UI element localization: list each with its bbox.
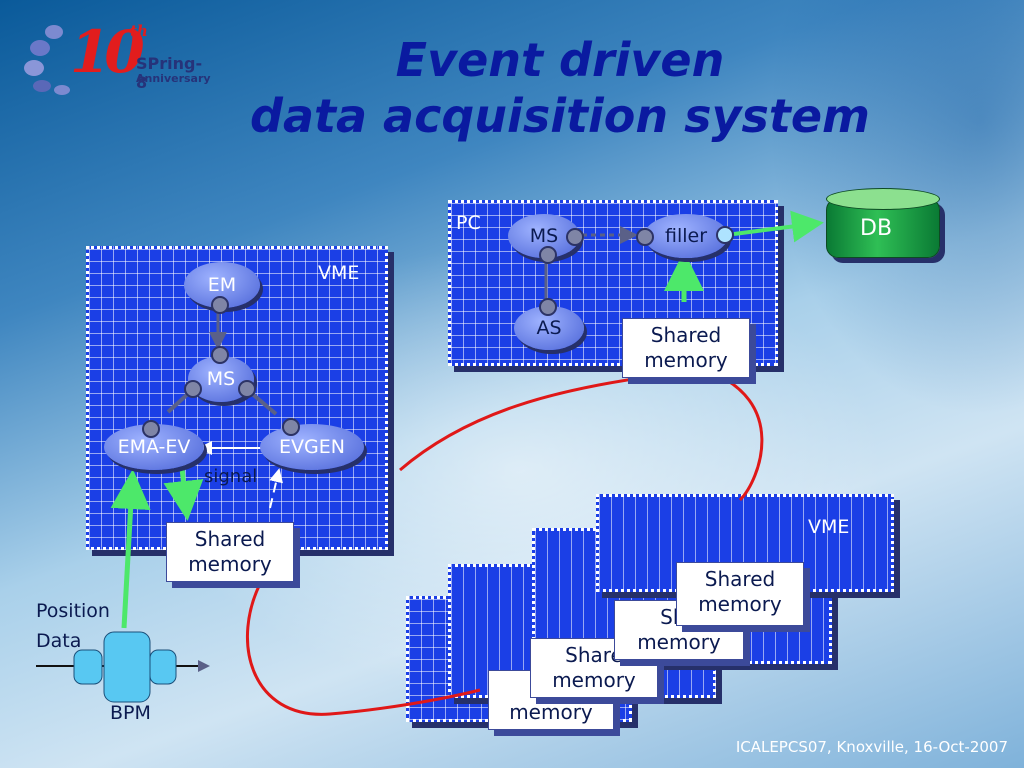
filler-label: filler bbox=[664, 225, 708, 247]
shared-memory-vme-line2: memory bbox=[188, 552, 272, 576]
ms-pc-port-bottom bbox=[539, 246, 557, 264]
position-data-label: Position Data bbox=[36, 596, 110, 656]
logo-subtitle: Anniversary bbox=[136, 72, 211, 85]
position-label-line1: Position bbox=[36, 600, 110, 622]
bpm-label: BPM bbox=[110, 702, 151, 724]
em-node-label: EM bbox=[207, 274, 237, 296]
filler-to-db-arrow bbox=[733, 210, 824, 243]
logo-dots bbox=[24, 25, 70, 95]
position-label-line2: Data bbox=[36, 630, 82, 652]
ema-port bbox=[142, 420, 160, 438]
stack-3-line2: memory bbox=[552, 668, 636, 692]
bpm-body bbox=[103, 631, 151, 703]
pc-label: PC bbox=[456, 212, 481, 234]
filler-node: filler bbox=[644, 214, 728, 258]
shared-memory-pc-line2: memory bbox=[644, 348, 728, 372]
slide-title: Event driven data acquisition system bbox=[200, 32, 920, 144]
shared-to-evgen-dashed bbox=[269, 468, 283, 509]
vme-left-label: VME bbox=[318, 262, 360, 284]
vme-stack-label: VME bbox=[808, 516, 850, 538]
ms-pc-port-right bbox=[566, 228, 584, 246]
signal-label: signal bbox=[204, 466, 258, 487]
logo-number: 10 bbox=[70, 18, 145, 86]
stack-1-line1: Shared bbox=[704, 567, 776, 591]
stack-1-line2: memory bbox=[698, 592, 782, 616]
ms-port-right bbox=[238, 380, 256, 398]
as-label: AS bbox=[536, 317, 562, 339]
shared-memory-vme: Shared memory bbox=[166, 522, 294, 582]
bpm-flange-right bbox=[149, 649, 177, 685]
ema-to-shared-arrow bbox=[163, 467, 204, 521]
pc-panel bbox=[448, 200, 778, 366]
as-port bbox=[539, 298, 557, 316]
red-network-link bbox=[245, 368, 764, 716]
ema-ev-label: EMA-EV bbox=[117, 436, 191, 458]
filler-port-right bbox=[716, 226, 734, 244]
shared-memory-pc-line1: Shared bbox=[650, 323, 722, 347]
shared-memory-stack-1: Shared memory bbox=[676, 562, 804, 626]
logo-suffix: th bbox=[130, 22, 148, 40]
ms-to-evgen-link bbox=[248, 390, 278, 416]
ms-node-vme-label: MS bbox=[206, 368, 236, 390]
db-cylinder-top bbox=[826, 188, 940, 210]
database: DB bbox=[826, 188, 940, 258]
bpm-flange-left bbox=[73, 649, 103, 685]
ms-port-left bbox=[184, 380, 202, 398]
footer-citation: ICALEPCS07, Knoxville, 16-Oct-2007 bbox=[735, 738, 1008, 756]
title-line-2: data acquisition system bbox=[250, 89, 870, 143]
shared-memory-pc: Shared memory bbox=[622, 318, 750, 378]
evgen-node: EVGEN bbox=[260, 424, 364, 470]
logo-name: SPring-8 bbox=[136, 54, 203, 92]
em-port bbox=[211, 296, 229, 314]
shared-memory-stack-3: Share memory bbox=[530, 638, 658, 698]
em-node: EM bbox=[184, 262, 260, 308]
ema-ev-node: EMA-EV bbox=[104, 424, 204, 470]
title-line-1: Event driven bbox=[395, 33, 725, 87]
ms-node-pc-label: MS bbox=[529, 225, 559, 247]
evgen-port bbox=[282, 418, 300, 436]
db-label: DB bbox=[860, 216, 893, 241]
stack-3-line1: Share bbox=[565, 643, 623, 667]
stack-4-line2: memory bbox=[509, 700, 593, 724]
shared-memory-vme-line1: Shared bbox=[194, 527, 266, 551]
evgen-label: EVGEN bbox=[279, 436, 345, 458]
spring8-logo: 10 th SPring-8 Anniversary bbox=[22, 12, 212, 96]
filler-port-left bbox=[636, 228, 654, 246]
bpm-to-ema-arrow bbox=[110, 469, 151, 629]
ms-port-top bbox=[211, 346, 229, 364]
stack-2-line2: memory bbox=[637, 630, 721, 654]
